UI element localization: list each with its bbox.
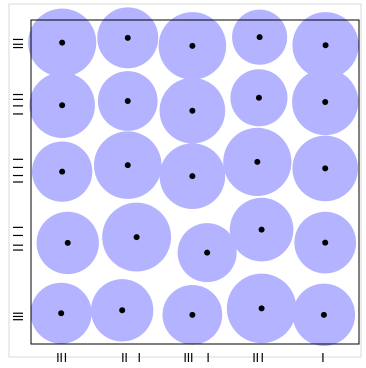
data-point-2 [124,34,131,41]
data-point-7 [124,98,131,104]
data-point-8 [189,107,196,114]
data-point-20 [322,239,329,246]
data-point-6 [59,102,66,109]
plot-frame [30,19,360,345]
data-point-21 [58,310,65,317]
points-layer [58,34,329,318]
data-point-5 [322,42,329,49]
data-point-18 [204,249,211,256]
data-point-11 [59,168,66,175]
data-point-1 [59,39,66,46]
data-point-23 [189,311,196,318]
y-rug [13,38,23,321]
data-point-15 [322,165,329,172]
circles-layer [28,7,359,346]
data-point-13 [189,173,196,180]
data-point-19 [258,226,265,233]
data-point-3 [189,42,196,49]
data-point-9 [255,94,262,101]
data-point-10 [322,98,329,105]
x-rug [57,353,324,362]
data-point-24 [258,305,265,312]
data-point-16 [64,239,71,246]
data-point-25 [320,311,327,318]
data-point-17 [133,234,140,241]
data-point-22 [119,307,126,314]
data-point-4 [256,34,263,41]
data-point-14 [254,158,261,165]
data-point-12 [124,162,131,169]
